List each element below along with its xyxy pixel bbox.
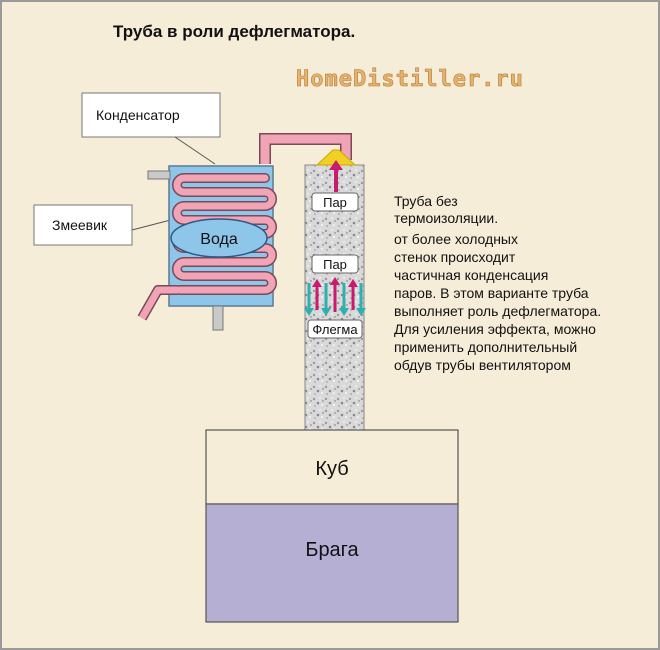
description-line-3: от более холодных bbox=[394, 231, 518, 247]
vapor-mid-label: Пар bbox=[323, 257, 347, 272]
vapor-pipe bbox=[260, 134, 351, 164]
description-line-10: обдув трубы вентилятором bbox=[394, 357, 571, 373]
water-outlet-nozzle bbox=[212, 305, 224, 331]
reflux-arrows bbox=[304, 283, 366, 316]
water-inlet-nozzle bbox=[147, 170, 171, 180]
description-line-2: термоизоляции. bbox=[394, 210, 498, 226]
mash-volume bbox=[205, 503, 459, 623]
description-line-4: стенок происходит bbox=[394, 249, 516, 265]
description-line-8: Для усиления эффекта, можно bbox=[394, 321, 596, 337]
coil-label: Змеевик bbox=[52, 217, 108, 233]
column-cap bbox=[315, 149, 357, 166]
description: Труба без термоизоляции. от более холодн… bbox=[394, 193, 601, 373]
diagram-title: Труба в роли дефлегматора. bbox=[113, 22, 355, 41]
condenser-callout bbox=[81, 92, 221, 138]
water-ellipse bbox=[170, 218, 268, 258]
description-line-7: выполняет роль дефлегматора. bbox=[394, 303, 601, 319]
condenser-leader bbox=[174, 136, 216, 165]
description-line-5: частичная конденсация bbox=[394, 267, 548, 283]
vapor-top-label: Пар bbox=[323, 195, 347, 210]
water-label: Вода bbox=[200, 231, 238, 248]
vapor-arrow-top-head bbox=[329, 160, 343, 170]
vapor-top-box bbox=[311, 192, 359, 212]
vapor-mid-box bbox=[311, 254, 359, 274]
cube-label: Куб bbox=[315, 458, 348, 480]
cube-headspace bbox=[205, 429, 459, 505]
description-line-1: Труба без bbox=[394, 193, 458, 209]
condenser-label: Конденсатор bbox=[96, 107, 180, 123]
description-line-6: паров. В этом варианте труба bbox=[394, 285, 589, 301]
vapor-arrows bbox=[312, 277, 358, 312]
mash-label: Брага bbox=[305, 539, 359, 561]
watermark: HomeDistiller.ru bbox=[296, 67, 524, 92]
phlegm-label: Флегма bbox=[312, 322, 358, 337]
distillate-outlet bbox=[138, 286, 178, 320]
coil-callout bbox=[33, 204, 133, 246]
description-line-9: применить дополнительный bbox=[394, 339, 577, 355]
phlegm-box bbox=[307, 319, 363, 339]
